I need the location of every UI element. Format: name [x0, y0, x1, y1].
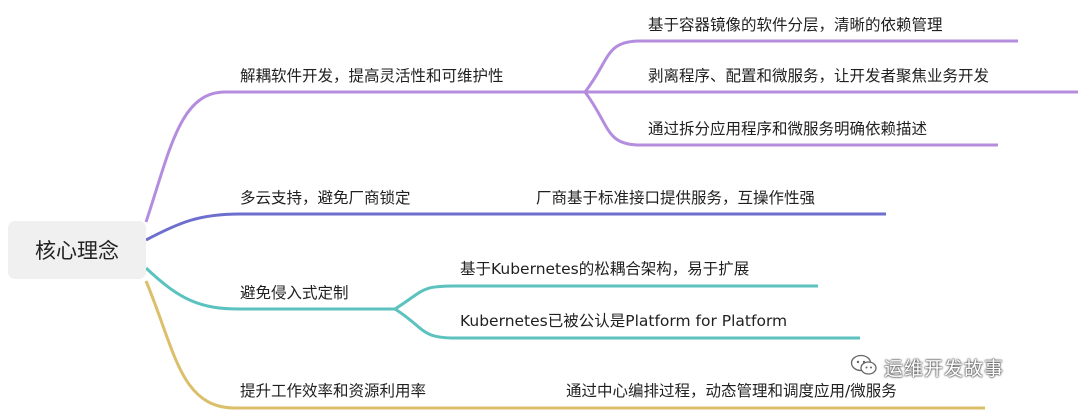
- connector-child-3-1: [394, 284, 818, 311]
- connector-branch-3: [144, 266, 395, 311]
- branch-label-multicloud: 多云支持，避免厂商锁定: [240, 189, 411, 207]
- watermark-text: 运维开发故事: [884, 357, 1005, 380]
- connector-child-1-3: [583, 91, 998, 147]
- connector-branch-4: [144, 280, 985, 410]
- root-node: 核心理念: [8, 221, 146, 279]
- branch-label-no-intrusion: 避免侵入式定制: [240, 284, 349, 302]
- connector-branch-1: [144, 90, 585, 223]
- child-label-dependency: 通过拆分应用程序和微服务明确依赖描述: [648, 120, 928, 138]
- root-node-label: 核心理念: [35, 239, 119, 263]
- child-label-orchestration: 通过中心编排过程，动态管理和调度应用/微服务: [566, 382, 897, 400]
- connector-child-3-2: [394, 307, 860, 340]
- child-label-standard-interface: 厂商基于标准接口提供服务，互操作性强: [536, 189, 816, 207]
- connector-child-1-1: [583, 39, 1018, 93]
- child-label-platform: Kubernetes已被公认是Platform for Platform: [460, 312, 788, 330]
- connector-branch-2: [145, 212, 886, 242]
- branch-label-efficiency: 提升工作效率和资源利用率: [240, 382, 427, 400]
- branch-label-decoupling: 解耦软件开发，提高灵活性和可维护性: [240, 67, 504, 85]
- child-label-layering: 基于容器镜像的软件分层，清晰的依赖管理: [648, 16, 943, 34]
- wechat-icon: [850, 353, 878, 381]
- child-label-loose-coupling: 基于Kubernetes的松耦合架构，易于扩展: [460, 260, 750, 278]
- child-label-separation: 剥离程序、配置和微服务，让开发者聚焦业务开发: [648, 67, 990, 85]
- watermark: 运维开发故事: [850, 352, 1004, 382]
